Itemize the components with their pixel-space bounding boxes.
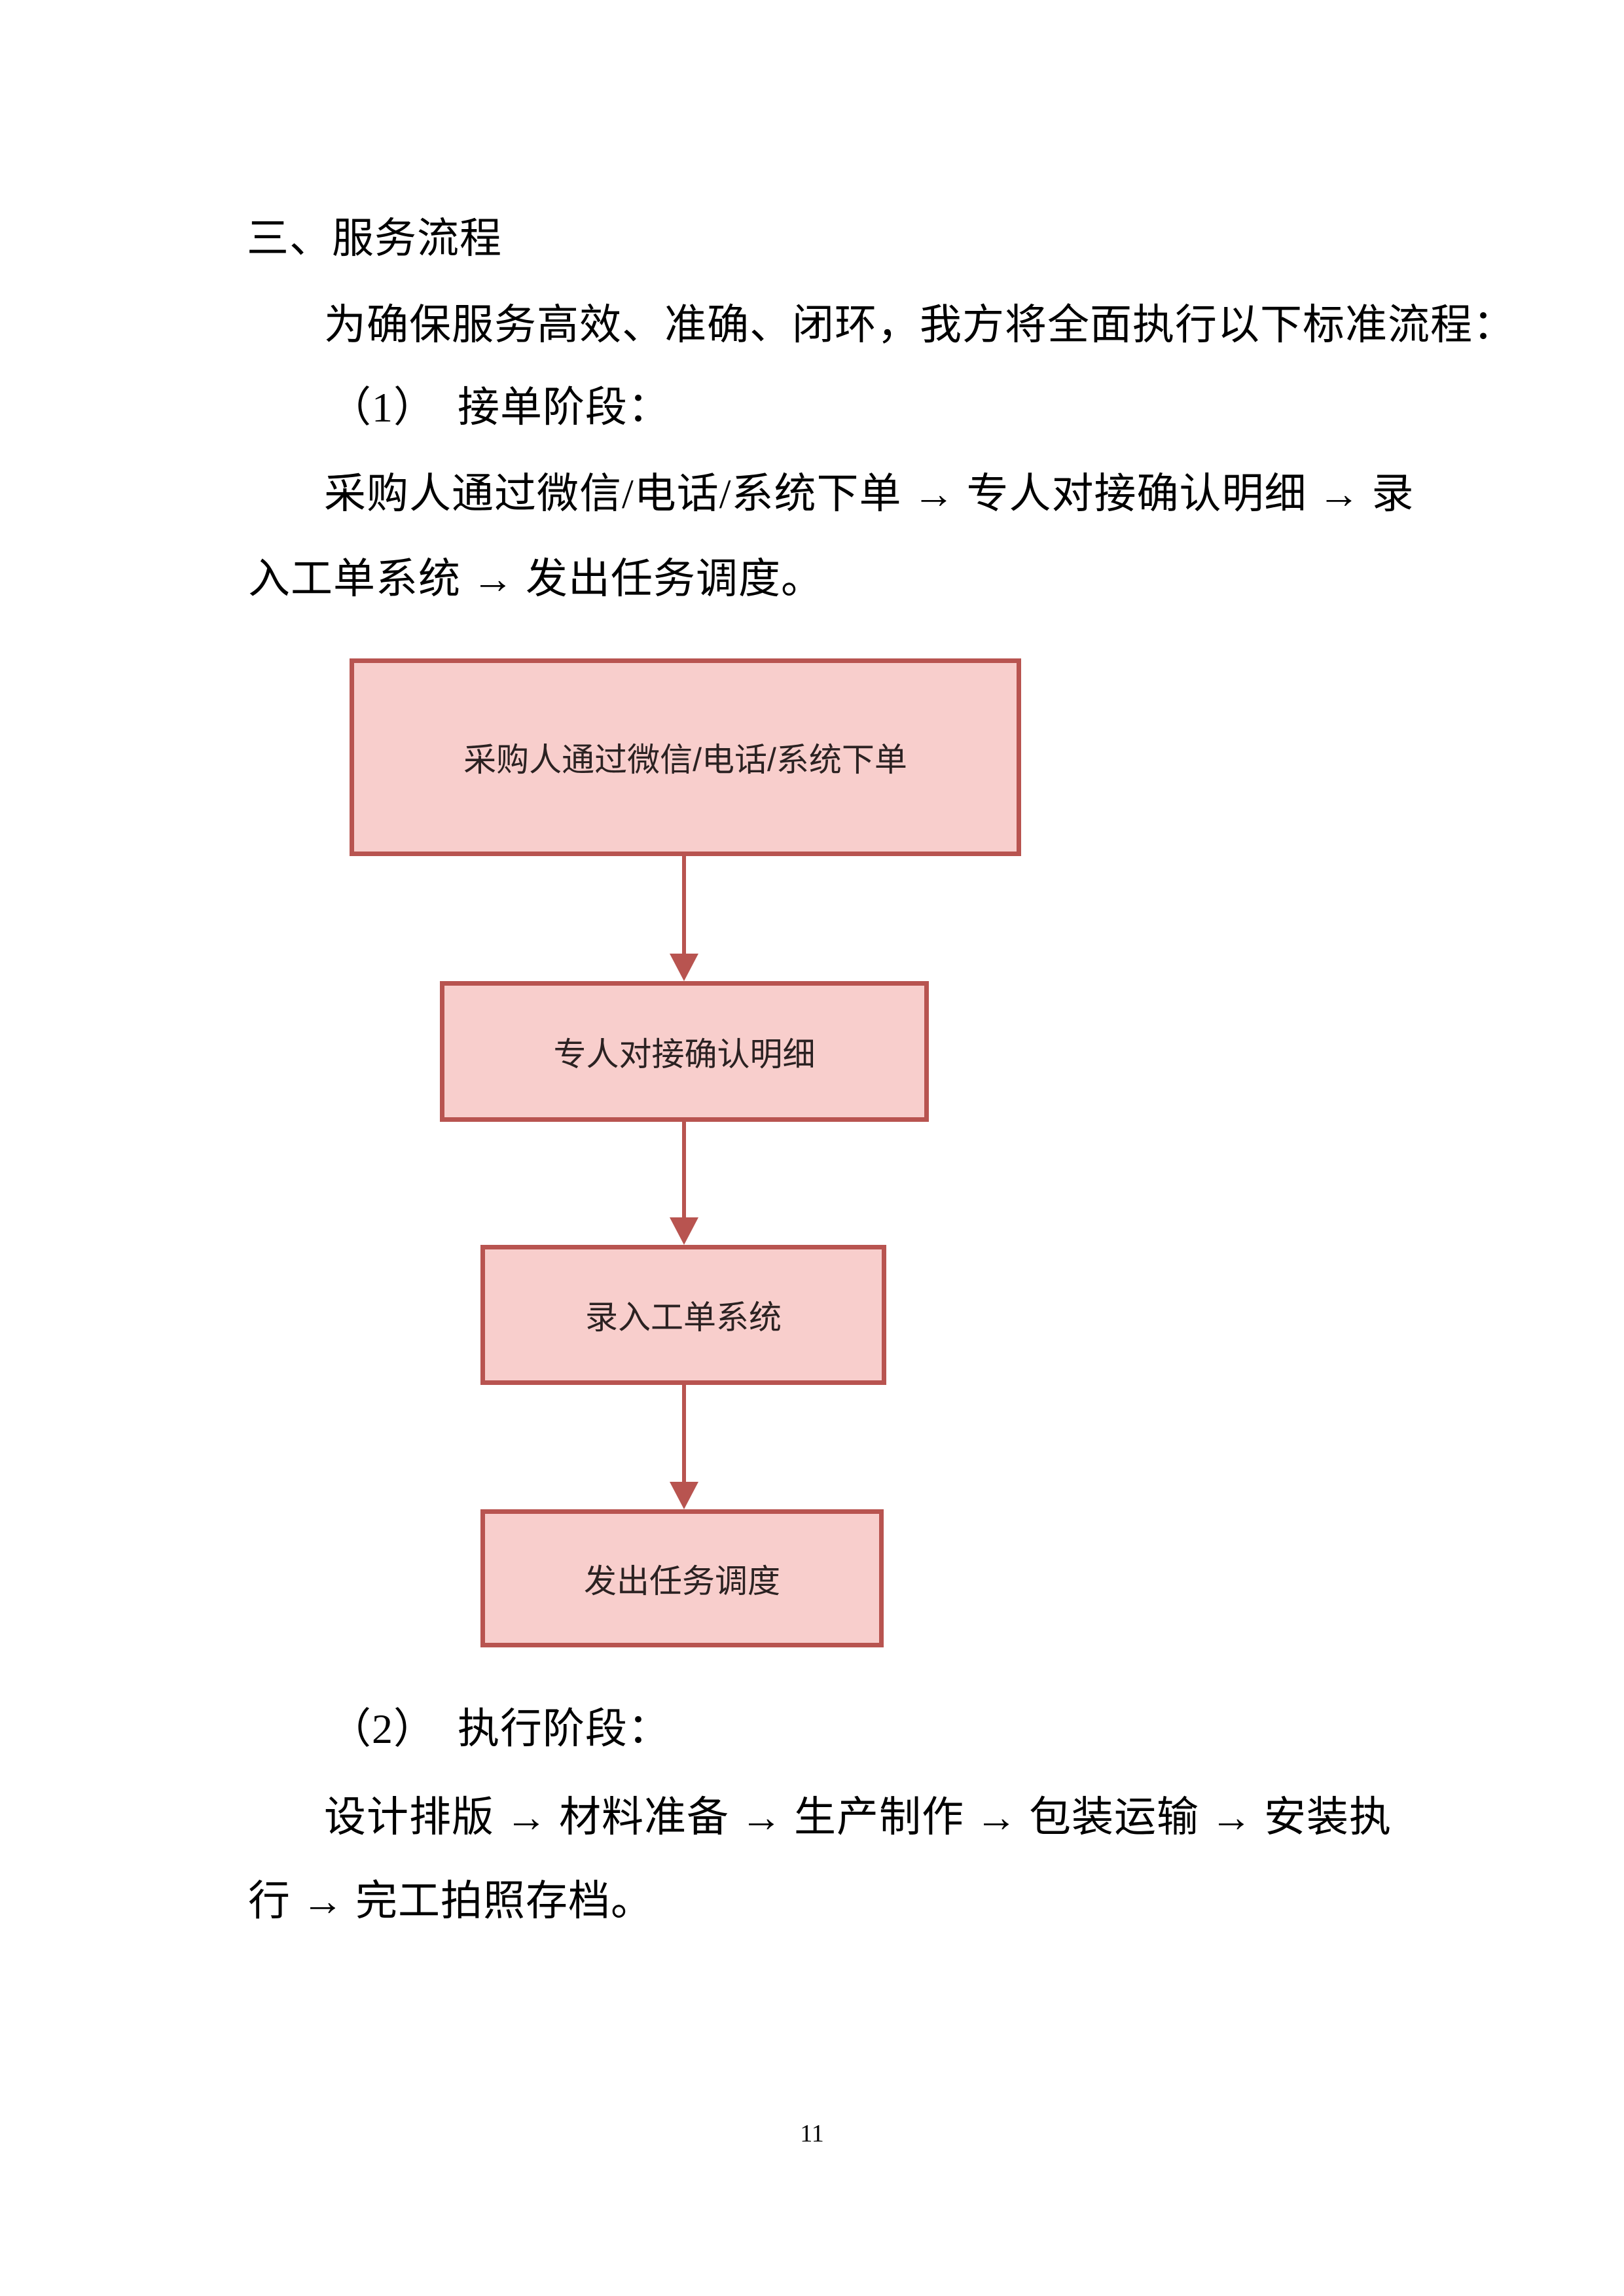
intro-paragraph: 为确保服务高效、准确、闭环，我方将全面执行以下标准流程： (324, 302, 1515, 348)
flow-node-label: 录入工单系统 (585, 1299, 782, 1336)
flow-node-label: 发出任务调度 (584, 1562, 780, 1600)
section-heading: 三、服务流程 (247, 215, 502, 262)
flow-node-label: 采购人通过微信/电话/系统下单 (463, 742, 907, 778)
flow-arrow-2 (670, 1122, 698, 1245)
flow-node-dispatch: 发出任务调度 (480, 1509, 884, 1647)
flow-node-label: 专人对接确认明细 (553, 1035, 816, 1073)
page-number: 11 (800, 2120, 824, 2147)
arrowhead-down-icon (670, 1217, 698, 1245)
stage2-heading: （2） 执行阶段： (329, 1706, 670, 1752)
stage1-flow-text-line1: 采购人通过微信/电话/系统下单 → 专人对接确认明细 → 录 (324, 471, 1415, 517)
arrow-shaft (682, 856, 686, 954)
flow-arrow-1 (670, 856, 698, 981)
flow-node-ticket-entry: 录入工单系统 (480, 1245, 886, 1385)
arrowhead-down-icon (670, 1482, 698, 1509)
stage1-flow-text-line2: 入工单系统 → 发出任务调度。 (248, 556, 823, 602)
stage1-heading: （1） 接单阶段： (329, 384, 670, 431)
flow-node-order-intake: 采购人通过微信/电话/系统下单 (350, 658, 1021, 856)
stage2-flow-text-line1: 设计排版 → 材料准备 → 生产制作 → 包装运输 → 安装执 (324, 1794, 1392, 1840)
arrow-shaft (682, 1122, 686, 1217)
arrow-shaft (682, 1385, 686, 1482)
flow-arrow-3 (670, 1385, 698, 1509)
arrowhead-down-icon (670, 954, 698, 981)
flow-node-confirm-details: 专人对接确认明细 (440, 981, 929, 1122)
stage2-flow-text-line2: 行 → 完工拍照存档。 (248, 1878, 653, 1924)
